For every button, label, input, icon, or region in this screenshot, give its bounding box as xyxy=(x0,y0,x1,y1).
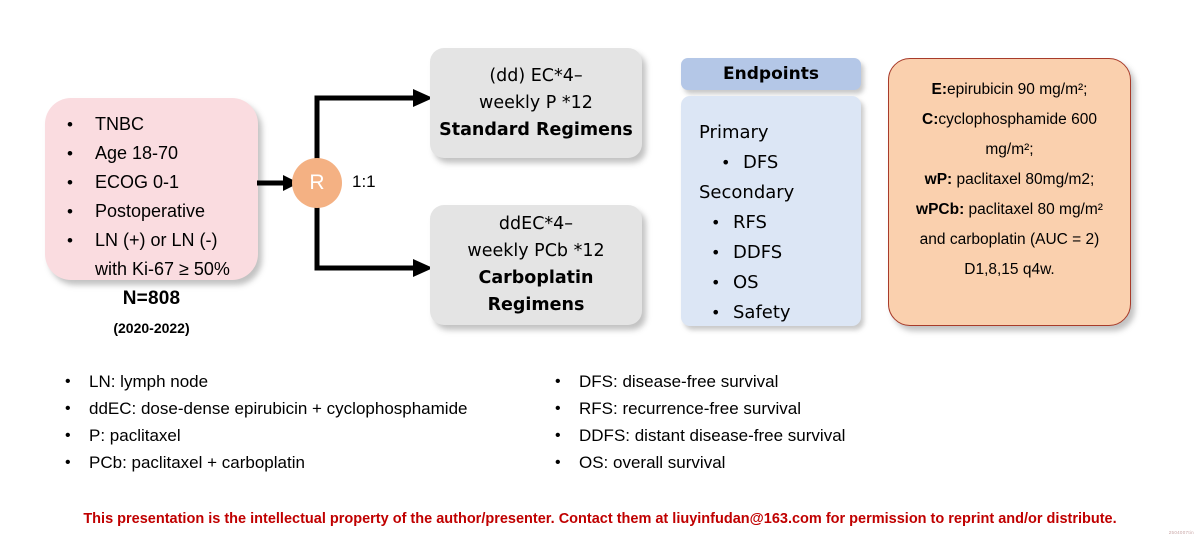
dosing-line: C:cyclophosphamide 600 xyxy=(901,105,1118,135)
allocation-ratio-label: 1:1 xyxy=(352,172,376,191)
drug-code: wPCb: xyxy=(916,201,965,218)
list-item: DDFS xyxy=(699,238,853,268)
eligibility-criteria-box: TNBC Age 18-70 ECOG 0-1 Postoperative LN… xyxy=(45,98,258,280)
legend-list: DFS: disease-free survival RFS: recurren… xyxy=(545,368,1025,476)
arm-line-2: weekly P *12 xyxy=(479,92,593,113)
dosing-line: wPCb: paclitaxel 80 mg/m² xyxy=(901,195,1118,225)
dosing-line: mg/m²; xyxy=(901,135,1118,165)
drug-code: C: xyxy=(922,111,939,128)
drug-dose: and carboplatin (AUC = 2) xyxy=(919,231,1100,248)
dosing-line: wP: paclitaxel 80mg/m2; xyxy=(901,165,1118,195)
list-item: Safety xyxy=(699,298,853,328)
list-item: Age 18-70 xyxy=(59,139,248,168)
enrollment-period-label: (2020-2022) xyxy=(113,320,190,336)
list-item: DFS: disease-free survival xyxy=(545,368,1025,395)
list-item: Postoperative xyxy=(59,197,248,226)
drug-dose: cyclophosphamide 600 xyxy=(938,111,1097,128)
dosing-details-box: E:epirubicin 90 mg/m²; C:cyclophosphamid… xyxy=(888,58,1131,326)
drug-dose: paclitaxel 80 mg/m² xyxy=(964,201,1103,218)
drug-dose: paclitaxel 80mg/m2; xyxy=(952,171,1095,188)
arm-line-1: ddEC*4– xyxy=(498,214,574,234)
arm-line-2: weekly PCb *12 xyxy=(467,241,605,261)
arm-emphasis: Standard Regimens xyxy=(439,119,633,140)
list-item: OS: overall survival xyxy=(545,449,1025,476)
dosing-line: and carboplatin (AUC = 2) xyxy=(901,225,1118,255)
list-item: P: paclitaxel xyxy=(55,422,555,449)
arm-emphasis: Carboplatin Regimens xyxy=(478,268,594,315)
drug-code: E: xyxy=(931,81,948,98)
abbreviations-legend-right: DFS: disease-free survival RFS: recurren… xyxy=(545,368,1025,476)
list-item: DDFS: distant disease-free survival xyxy=(545,422,1025,449)
list-item: ddEC: dose-dense epirubicin + cyclophosp… xyxy=(55,395,555,422)
drug-dose: mg/m²; xyxy=(985,141,1034,158)
list-item: OS xyxy=(699,268,853,298)
treatment-arm-standard: (dd) EC*4– weekly P *12 Standard Regimen… xyxy=(430,48,642,158)
abbreviations-legend-left: LN: lymph node ddEC: dose-dense epirubic… xyxy=(55,368,555,476)
list-item: ECOG 0-1 xyxy=(59,168,248,197)
endpoints-panel: Primary DFS Secondary RFS DDFS OS Safety xyxy=(681,96,861,328)
list-item: PCb: paclitaxel + carboplatin xyxy=(55,449,555,476)
legend-list: LN: lymph node ddEC: dose-dense epirubic… xyxy=(55,368,555,476)
dosing-line: E:epirubicin 90 mg/m²; xyxy=(901,75,1118,105)
secondary-endpoints-label: Secondary xyxy=(699,182,795,203)
primary-endpoints-label: Primary xyxy=(699,122,769,143)
sample-size-label: N=808 xyxy=(122,288,181,309)
arm-line-1: (dd) EC*4– xyxy=(489,65,583,86)
list-item: RFS: recurrence-free survival xyxy=(545,395,1025,422)
watermark-label: 2504007tin xyxy=(1168,530,1194,535)
list-item: RFS xyxy=(699,208,853,238)
list-item: LN (+) or LN (-) with Ki-67 ≥ 50% xyxy=(59,226,248,284)
list-item: DFS xyxy=(699,148,853,178)
flow-connectors xyxy=(257,89,433,277)
treatment-arm-carboplatin: ddEC*4– weekly PCb *12 Carboplatin Regim… xyxy=(430,205,642,325)
drug-code: wP: xyxy=(924,171,953,188)
drug-dose: epirubicin 90 mg/m²; xyxy=(947,81,1088,98)
list-item: LN: lymph node xyxy=(55,368,555,395)
drug-dose: D1,8,15 q4w. xyxy=(964,261,1055,278)
randomization-node: R xyxy=(292,158,342,208)
copyright-notice: This presentation is the intellectual pr… xyxy=(83,511,1117,527)
endpoints-header: Endpoints xyxy=(681,58,861,90)
list-item: TNBC xyxy=(59,110,248,139)
dosing-line: D1,8,15 q4w. xyxy=(901,255,1118,285)
eligibility-criteria-list: TNBC Age 18-70 ECOG 0-1 Postoperative LN… xyxy=(59,110,248,284)
